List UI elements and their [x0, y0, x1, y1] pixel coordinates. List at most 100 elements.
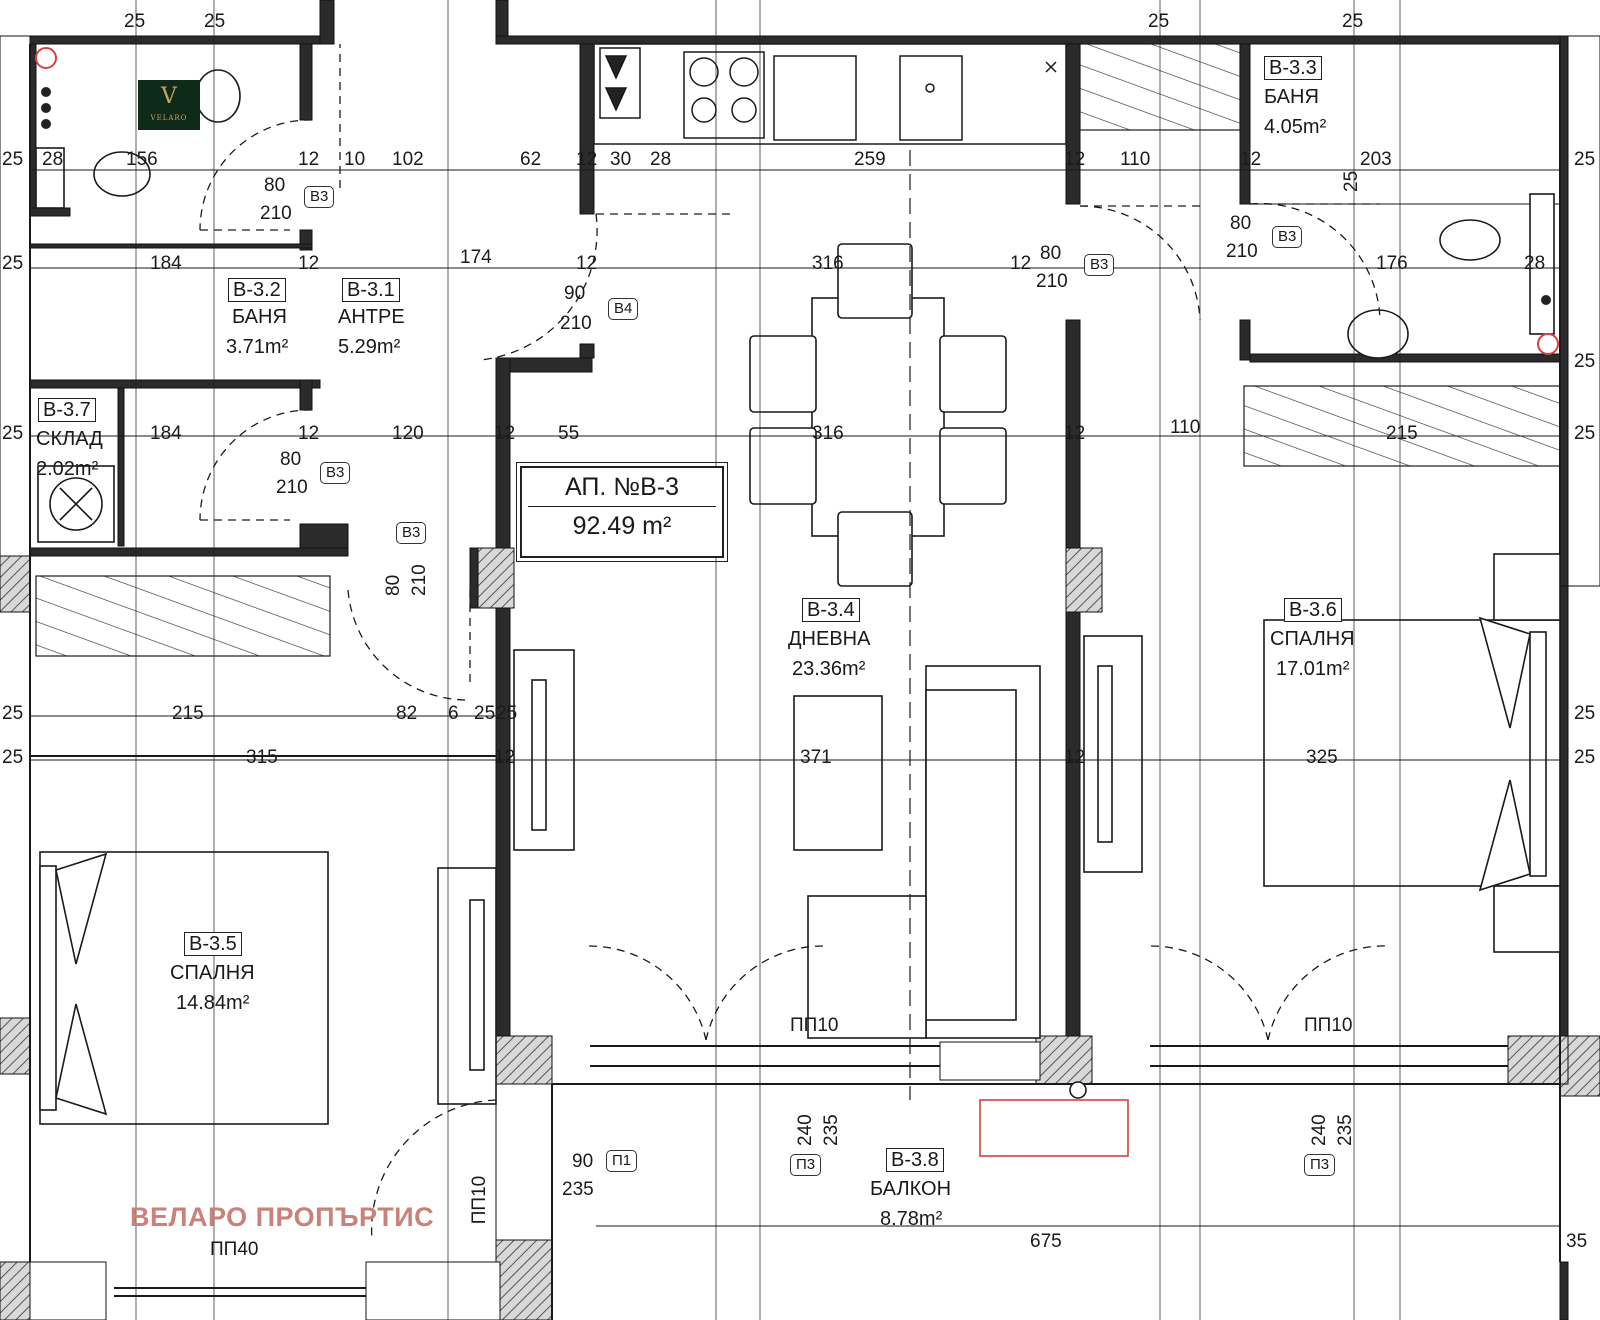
- door-tag: В3: [320, 462, 351, 484]
- dimension-label: 110: [1170, 417, 1201, 438]
- opening-height: 210: [409, 564, 430, 596]
- dimension-label: 174: [460, 247, 492, 268]
- room-name: ДНЕВНА: [788, 628, 871, 650]
- door-tag: В4: [608, 298, 639, 320]
- dimension-label: 25: [1574, 747, 1596, 768]
- door-code: ПП40: [210, 1239, 259, 1260]
- door-code: ПП10: [1304, 1015, 1353, 1036]
- dimension-label: 25: [1574, 703, 1596, 724]
- dimension-label: 28: [1524, 253, 1546, 274]
- dimension-label: 25: [1574, 423, 1596, 444]
- opening-width: 240: [1309, 1114, 1330, 1146]
- room-area: 23.36m²: [792, 658, 866, 680]
- brand-logo: V VELARO: [138, 80, 200, 130]
- door-tag: П1: [606, 1150, 638, 1172]
- door-code: ПП10: [469, 1175, 491, 1225]
- dimension-label: 28: [42, 149, 64, 170]
- furniture: [35, 69, 1561, 1157]
- dimension-label: 110: [1120, 149, 1151, 170]
- opening-height: 210: [276, 477, 308, 498]
- door-swings: [199, 44, 1391, 1241]
- opening-height: 210: [560, 313, 592, 334]
- dimension-label: 25: [1341, 170, 1362, 192]
- dimension-label: 176: [1376, 253, 1408, 274]
- watermark: ВЕЛАРО ПРОПЪРТИС: [130, 1202, 435, 1232]
- dimension-label: 102: [392, 149, 424, 170]
- room-code: В-3.1: [342, 278, 400, 302]
- door-tag: В3: [396, 522, 427, 544]
- dimension-label: 30: [610, 149, 632, 170]
- room-name: СПАЛНЯ: [1270, 628, 1355, 650]
- dimension-label: 12: [298, 253, 320, 274]
- dimension-label: 28: [650, 149, 672, 170]
- opening-width: 80: [264, 175, 286, 196]
- dimension-label: 12: [298, 423, 320, 444]
- dimension-label: 315: [246, 747, 278, 768]
- room-name: БАЛКОН: [870, 1178, 952, 1200]
- dimension-label: 675: [1030, 1231, 1062, 1252]
- dimension-label: 25: [496, 703, 518, 724]
- shafts: [35, 43, 1561, 657]
- opening-width: 240: [795, 1114, 816, 1146]
- opening-width: 80: [383, 574, 404, 596]
- room-code: В-3.7: [38, 398, 96, 422]
- room-code: В-3.5: [184, 932, 242, 956]
- dimension-label: 25: [474, 703, 496, 724]
- opening-width: 80: [1230, 213, 1252, 234]
- logo-wordmark: VELARO: [150, 114, 188, 122]
- opening-width: 90: [572, 1151, 594, 1172]
- dimension-label: 12: [1064, 747, 1086, 768]
- dimension-label: 25: [2, 703, 24, 724]
- room-area: 14.84m²: [176, 992, 250, 1014]
- opening-height: 210: [1226, 241, 1258, 262]
- room-name: СПАЛНЯ: [170, 962, 255, 984]
- outlets: [35, 47, 1559, 355]
- room-area: 17.01m²: [1276, 658, 1350, 680]
- dimension-label: 25: [2, 253, 24, 274]
- dimension-label: 12: [1064, 149, 1086, 170]
- door-code: ПП10: [790, 1015, 839, 1036]
- room-code: В-3.4: [802, 598, 860, 622]
- opening-width: 90: [564, 283, 586, 304]
- dimension-label: 12: [494, 747, 516, 768]
- dimension-lines: [30, 0, 1560, 1320]
- dimension-label: 25: [2, 149, 24, 170]
- dimension-label: 12: [1240, 149, 1262, 170]
- room-area: 4.05m²: [1264, 116, 1327, 138]
- apartment-number: АП. №В-3: [565, 473, 679, 501]
- dimension-label: 62: [520, 149, 542, 170]
- room-area: 5.29m²: [338, 336, 401, 358]
- opening-width: 80: [1040, 243, 1062, 264]
- dimension-label: 12: [576, 253, 598, 274]
- dimension-label: 12: [298, 149, 320, 170]
- logo-mark: V: [161, 84, 177, 109]
- door-tag: В3: [304, 186, 335, 208]
- dimension-label: 120: [392, 423, 424, 444]
- dimension-label: 325: [1306, 747, 1338, 768]
- room-code: В-3.6: [1284, 598, 1342, 622]
- dimension-label: 25: [1574, 149, 1596, 170]
- dimension-label: 25: [2, 423, 24, 444]
- room-area: 2.02m²: [36, 458, 99, 480]
- dimension-label: 25: [1574, 351, 1596, 372]
- door-tag: В3: [1084, 254, 1115, 276]
- room-name: АНТРЕ: [338, 306, 405, 328]
- dimension-label: 82: [396, 703, 418, 724]
- dimension-label: 35: [1566, 1231, 1588, 1252]
- door-tag: П3: [1304, 1154, 1336, 1176]
- dimension-label: 184: [150, 423, 182, 444]
- opening-height: 235: [562, 1179, 594, 1200]
- room-code: В-3.8: [886, 1148, 944, 1172]
- dimension-label: 10: [344, 149, 366, 170]
- opening-height: 235: [821, 1114, 842, 1146]
- dimension-label: 25: [1148, 11, 1170, 32]
- opening-height: 210: [1036, 271, 1068, 292]
- dimension-label: 12: [1064, 423, 1086, 444]
- dimension-label: 12: [494, 423, 516, 444]
- dimension-label: 184: [150, 253, 182, 274]
- door-tag: В3: [1272, 226, 1303, 248]
- dimension-label: 25: [1342, 11, 1364, 32]
- dimension-label: 25: [204, 11, 226, 32]
